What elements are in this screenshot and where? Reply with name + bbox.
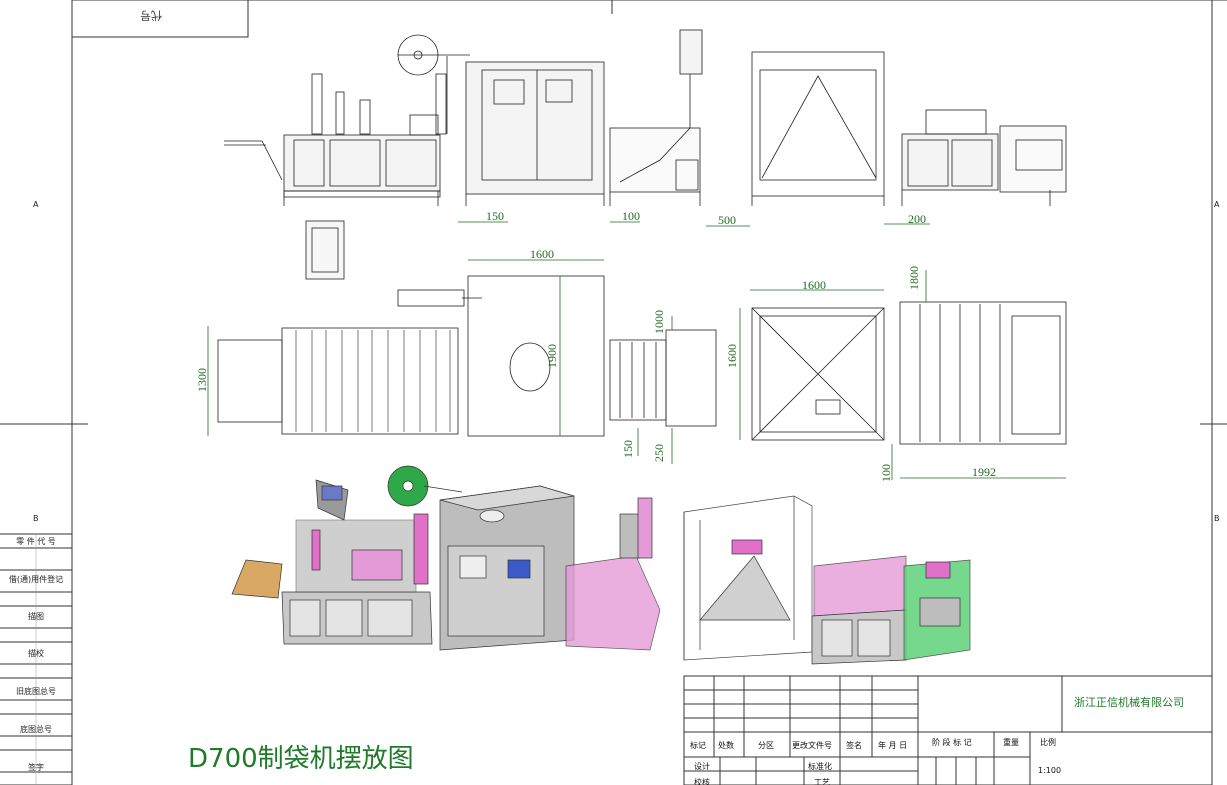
tb-header-count: 处数 — [718, 741, 734, 750]
zone-label-b-left: B — [33, 514, 39, 523]
left-col-base: 底图总号 — [20, 725, 52, 734]
left-col-part-code: 零 件 代 号 — [16, 537, 56, 546]
tb-header-zone: 分区 — [758, 741, 774, 750]
tb-scale-value: 1:100 — [1038, 766, 1062, 775]
left-col-trace: 描图 — [28, 612, 44, 621]
tb-partial-left: 校核 — [694, 778, 710, 785]
tb-row-standard: 标准化 — [808, 762, 832, 771]
zone-label-a-left: A — [33, 200, 39, 209]
tb-weight: 重量 — [1003, 738, 1019, 747]
tb-header-doc: 更改文件号 — [792, 741, 832, 750]
title-block-grid — [683, 675, 1213, 785]
dim-1600-box: 1600 — [530, 247, 554, 261]
dim-200-side: 200 — [908, 212, 926, 226]
left-col-trace-check: 描校 — [28, 649, 44, 658]
dim-150-side: 150 — [486, 209, 504, 223]
tb-partial-right: 工艺 — [814, 778, 830, 785]
tb-row-design: 设计 — [694, 762, 710, 771]
dim-500-side: 500 — [718, 213, 736, 227]
dim-1992-end: 1992 — [972, 465, 996, 479]
dim-100-side: 100 — [622, 209, 640, 223]
tb-stage-mark: 阶 段 标 记 — [932, 738, 972, 747]
left-col-old-base: 旧底图总号 — [16, 687, 56, 696]
left-col-sign: 签字 — [28, 763, 44, 772]
tb-header-date: 年 月 日 — [878, 741, 908, 750]
tb-header-mark: 标记 — [690, 741, 706, 750]
company-name: 浙江正信机械有限公司 — [1074, 696, 1184, 709]
tb-scale-label: 比例 — [1040, 738, 1056, 747]
tb-header-sign: 签名 — [846, 741, 862, 750]
zone-label-a-right: A — [1214, 200, 1220, 209]
drawing-title: D700制袋机摆放图 — [188, 744, 414, 774]
dim-1600-frame: 1600 — [802, 278, 826, 292]
left-col-borrowed: 借(通)用件登记 — [8, 575, 64, 584]
zone-label-b-right: B — [1214, 514, 1220, 523]
